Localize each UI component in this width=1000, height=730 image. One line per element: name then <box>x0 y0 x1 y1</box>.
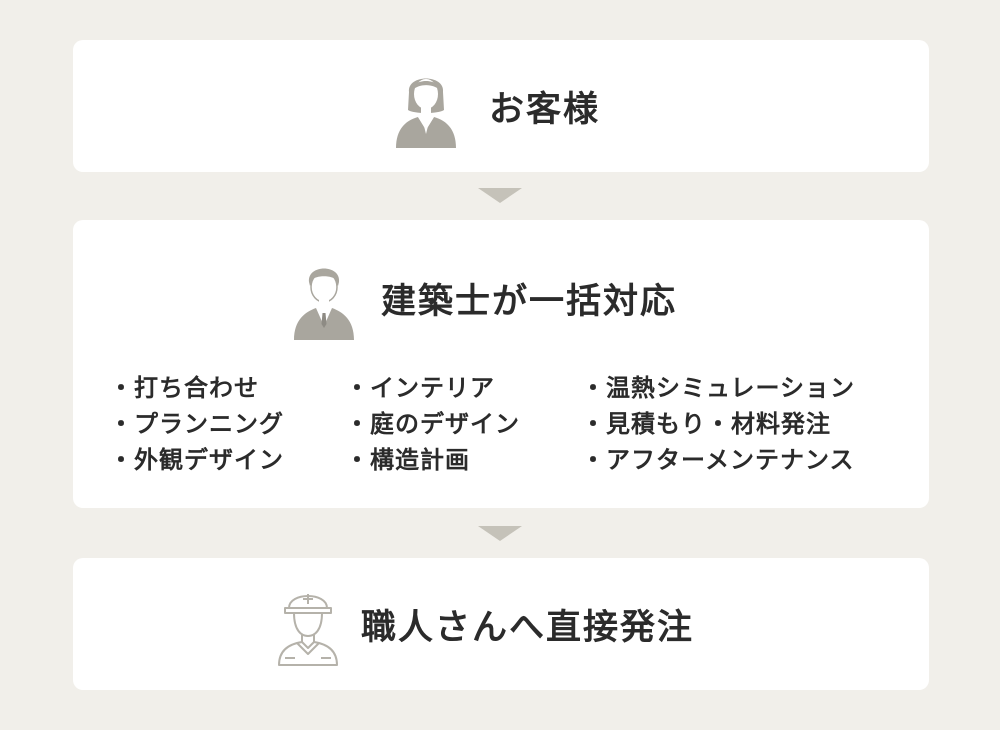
customer-header: お客様 <box>393 64 600 148</box>
architect-title: 建築士が一括対応 <box>381 281 678 322</box>
service-item: アフターメンテナンス <box>581 442 855 478</box>
architect-header: 建築士が一括対応 <box>291 256 677 340</box>
down-arrow-icon <box>478 188 522 203</box>
customer-title: お客様 <box>489 89 601 130</box>
service-list-column-1: 打ち合わせ プランニング 外観デザイン <box>109 370 284 478</box>
service-list-column-2: インテリア 庭のデザイン 構造計画 <box>345 370 520 478</box>
service-item: 打ち合わせ <box>109 370 284 406</box>
craftsman-card: 職人さんへ直接発注 <box>73 558 929 690</box>
service-item: 見積もり・材料発注 <box>581 406 855 442</box>
hardhat-worker-icon <box>275 582 341 666</box>
down-arrow-icon <box>478 526 522 541</box>
service-item: 温熱シミュレーション <box>581 370 855 406</box>
craftsman-title: 職人さんへ直接発注 <box>361 607 695 648</box>
customer-card: お客様 <box>73 40 929 172</box>
service-item: 構造計画 <box>345 442 520 478</box>
service-item: インテリア <box>345 370 520 406</box>
service-item: プランニング <box>109 406 284 442</box>
woman-avatar-icon <box>393 64 459 148</box>
craftsman-header: 職人さんへ直接発注 <box>275 582 694 666</box>
architect-card: 建築士が一括対応 打ち合わせ プランニング 外観デザイン インテリア 庭のデザイ… <box>73 220 929 508</box>
service-item: 庭のデザイン <box>345 406 520 442</box>
service-item: 外観デザイン <box>109 442 284 478</box>
service-list-column-3: 温熱シミュレーション 見積もり・材料発注 アフターメンテナンス <box>581 370 855 478</box>
man-avatar-icon <box>291 256 357 340</box>
